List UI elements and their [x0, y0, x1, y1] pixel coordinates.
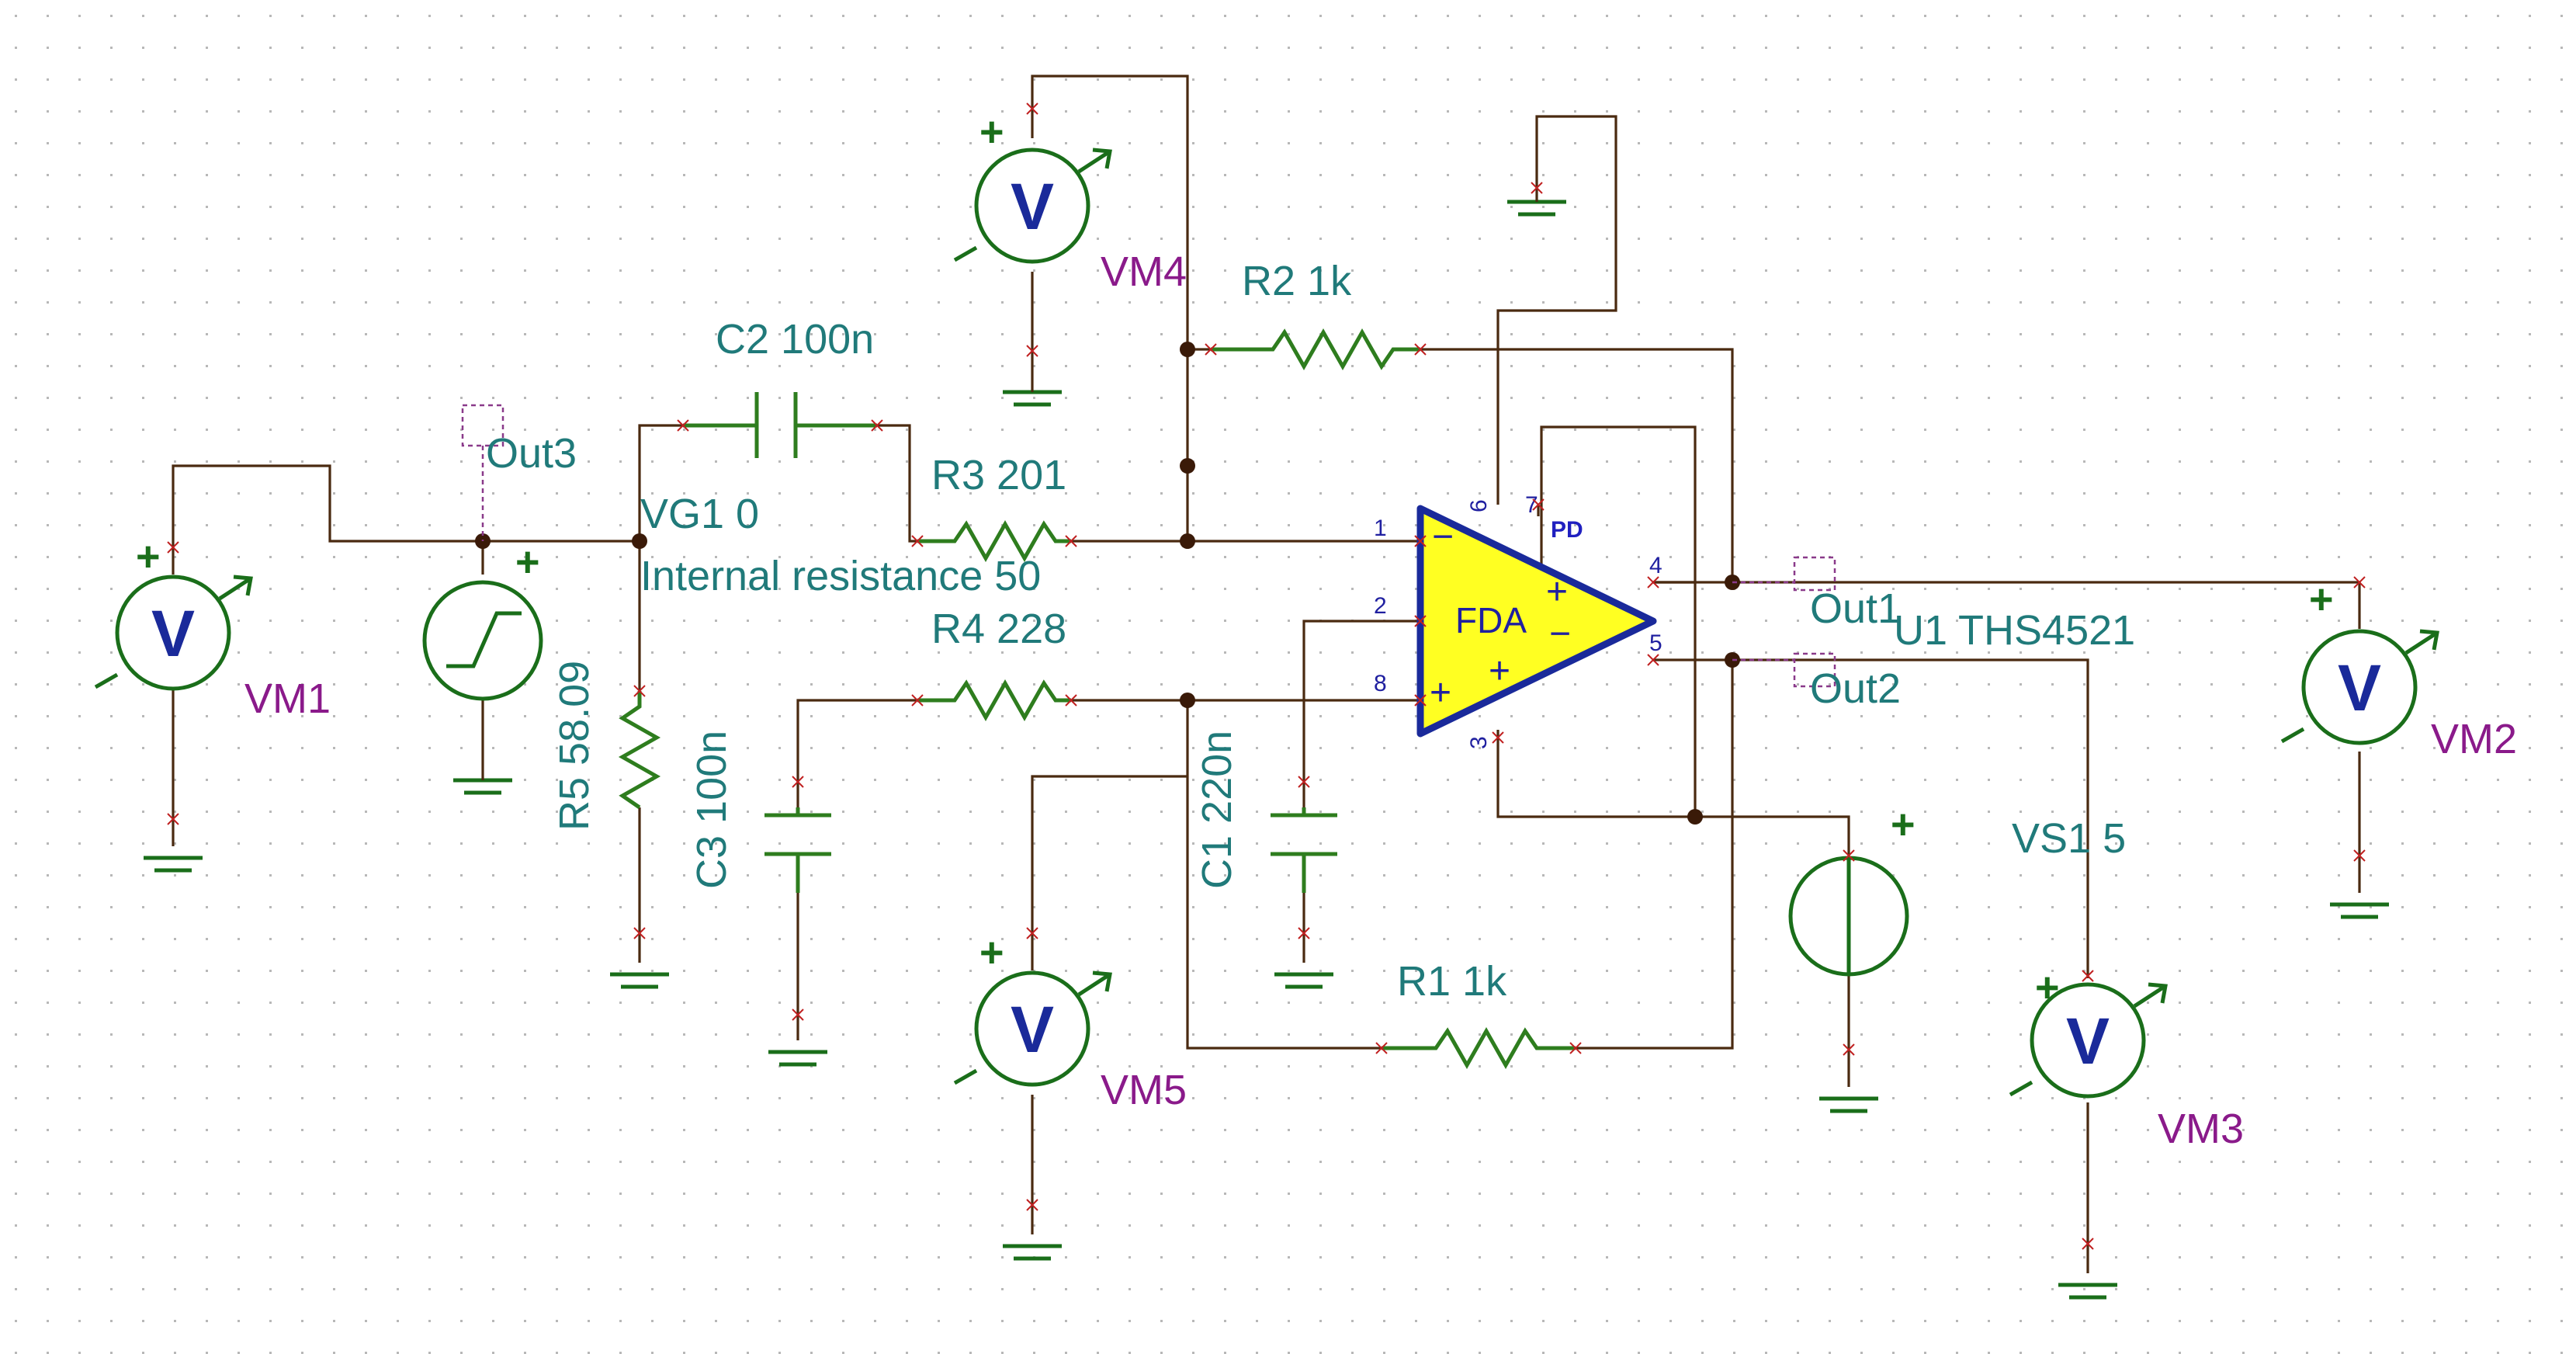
r4-label: R4 228 — [931, 606, 1066, 652]
r3-label: R3 201 — [931, 452, 1066, 498]
vm4-plus-sign: + — [979, 109, 1004, 155]
r1-label: R1 1k — [1397, 958, 1507, 1005]
vm3-label: VM3 — [2158, 1106, 2244, 1152]
pin-6-label: 6 — [1466, 499, 1492, 512]
vm4-label: VM4 — [1101, 248, 1187, 295]
vm3-plus-sign: + — [2035, 964, 2060, 1011]
voltmeter-vm2[interactable]: V + — [2282, 576, 2437, 743]
fda-out-minus-sign: − — [1549, 613, 1571, 654]
resistor-r2[interactable] — [1211, 328, 1420, 371]
vm1-label: VM1 — [244, 675, 331, 722]
probe-out2[interactable] — [1732, 652, 1836, 688]
pin-8-label: 8 — [1374, 671, 1387, 696]
voltmeter-vm3[interactable]: V + — [2010, 964, 2165, 1096]
r5-label: R5 58.09 — [551, 661, 598, 831]
c3-label: C3 100n — [688, 731, 735, 889]
c2-label: C2 100n — [716, 316, 874, 363]
vm5-label: VM5 — [1101, 1067, 1187, 1113]
capacitor-c3[interactable] — [764, 807, 831, 893]
pin-7-label: 7 — [1525, 492, 1538, 518]
vm5-plus-sign: + — [979, 929, 1004, 976]
vg1-plus-sign: + — [515, 539, 540, 585]
fda-label: FDA — [1455, 600, 1527, 641]
supply-source-vs1[interactable]: + — [1788, 801, 1916, 977]
vm5-v-icon: V — [1011, 993, 1054, 1066]
r2-label: R2 1k — [1242, 258, 1352, 304]
vm1-plus-sign: + — [136, 533, 161, 580]
pin-4-label: 4 — [1649, 553, 1662, 578]
vm2-label: VM2 — [2431, 716, 2517, 762]
out2-label: Out2 — [1810, 665, 1901, 712]
vm1-v-icon: V — [151, 597, 195, 670]
labels: C2 100n R3 201 R2 1k R4 228 R1 1k VG1 0 … — [244, 248, 2517, 1152]
vm4-v-icon: V — [1011, 170, 1054, 243]
voltmeter-vm1[interactable]: V + — [95, 533, 251, 689]
fda-opamp-u1[interactable]: FDA − + + − + PD 1 2 8 4 5 3 6 7 — [1374, 492, 1662, 749]
c1-label: C1 220n — [1194, 731, 1240, 889]
capacitor-c1[interactable] — [1271, 807, 1337, 893]
fda-vocm-plus-sign: + — [1489, 651, 1510, 692]
vs1-plus-sign: + — [1891, 801, 1916, 848]
pin-5-label: 5 — [1649, 630, 1662, 656]
vm2-plus-sign: + — [2309, 576, 2334, 623]
fda-out-plus-sign: + — [1546, 571, 1568, 613]
voltmeter-vm4[interactable]: V + — [955, 109, 1110, 262]
pin-3-label: 3 — [1466, 736, 1492, 749]
pin-2-label: 2 — [1374, 593, 1387, 619]
out1-label: Out1 — [1810, 585, 1901, 632]
vm2-v-icon: V — [2338, 651, 2381, 724]
probe-out3[interactable] — [461, 404, 504, 541]
pin-markers — [167, 102, 2366, 1250]
out3-label: Out3 — [486, 430, 577, 477]
resistor-r4[interactable] — [917, 679, 1071, 722]
fda-pd-label: PD — [1551, 517, 1583, 543]
resistor-r5[interactable] — [618, 691, 661, 810]
u1-label: U1 THS4521 — [1894, 607, 2135, 654]
pin-1-label: 1 — [1374, 516, 1387, 541]
vg1-label: VG1 0 — [640, 491, 759, 537]
step-source-vg1[interactable]: + — [422, 539, 543, 701]
resistor-r1[interactable] — [1382, 1026, 1576, 1070]
vs1-label: VS1 5 — [2012, 815, 2126, 862]
resistor-r3[interactable] — [917, 519, 1071, 563]
fda-noninv-input-sign: + — [1430, 672, 1451, 713]
vg1-internal-resistance-label: Internal resistance 50 — [640, 553, 1041, 599]
vm3-v-icon: V — [2066, 1005, 2110, 1078]
fda-inv-input-sign: − — [1432, 516, 1454, 557]
probe-out1[interactable] — [1732, 556, 1836, 592]
voltmeter-vm5[interactable]: V + — [955, 929, 1110, 1085]
ground-leads — [481, 190, 1538, 780]
capacitor-c2[interactable] — [683, 392, 877, 458]
